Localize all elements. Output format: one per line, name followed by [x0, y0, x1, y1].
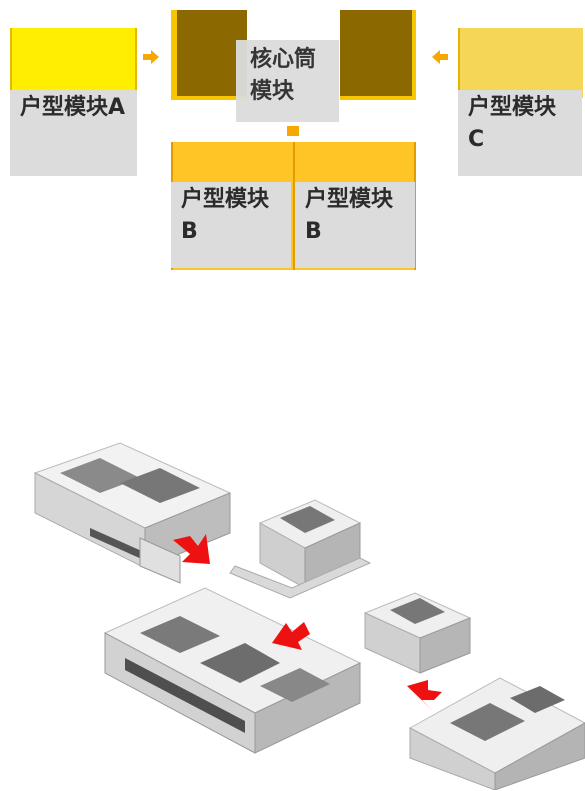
arrow-right-icon — [143, 50, 159, 64]
core-label: 核心筒模块 — [236, 40, 339, 122]
module-c-label: 户型模块C — [458, 90, 582, 176]
module-b2-label: 户型模块B — [295, 182, 415, 268]
floorplan-module-c — [408, 677, 585, 790]
core-right-wall — [340, 10, 412, 96]
arrow-left-icon — [432, 50, 448, 64]
module-b1-label: 户型模块B — [171, 182, 291, 268]
arrow-red-icon — [173, 534, 442, 710]
core-connector — [287, 126, 299, 136]
floorplan-module-c-core-side — [363, 592, 472, 674]
floorplan-core — [229, 499, 372, 599]
module-a-block — [10, 28, 137, 90]
module-a-label: 户型模块A — [10, 90, 137, 176]
floorplan-module-b — [103, 587, 362, 754]
floorplan-module-a — [33, 442, 232, 584]
isometric-floorplan-illustration — [33, 442, 585, 790]
module-c-block — [458, 28, 583, 98]
core-left-wall — [177, 10, 247, 96]
